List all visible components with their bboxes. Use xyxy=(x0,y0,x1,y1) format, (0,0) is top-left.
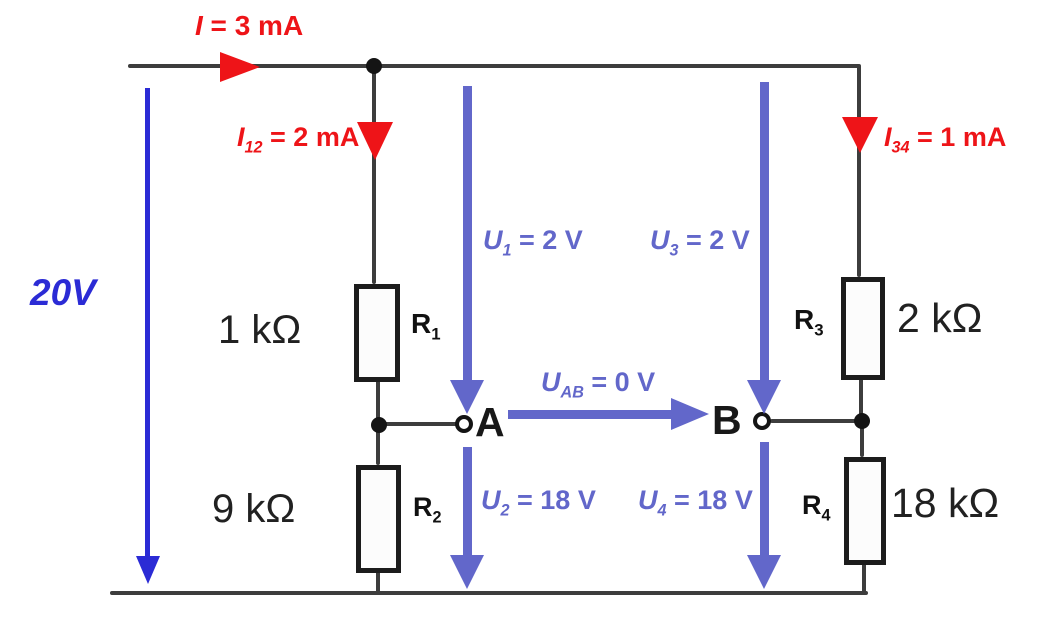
resistor-r4-ref: R4 xyxy=(802,490,831,525)
wire-terminal-to-node-b xyxy=(770,419,856,423)
resistor-r1-body xyxy=(354,284,400,382)
resistor-r2-value: 9 kΩ xyxy=(212,487,296,531)
voltage-label-u1: U1 = 2 V xyxy=(483,225,583,260)
wire-r3-to-node-b xyxy=(859,378,863,423)
voltage-arrow-u4-head xyxy=(747,555,781,589)
resistor-r1-ref: R1 xyxy=(411,308,441,344)
voltage-arrow-u4-shaft xyxy=(760,442,769,557)
terminal-b xyxy=(753,412,771,430)
wire-r4-to-bottom xyxy=(862,563,866,593)
resistor-r3-body xyxy=(841,277,885,380)
voltage-arrow-u2-head xyxy=(450,555,484,589)
wire-node-to-r1 xyxy=(372,66,376,284)
source-voltage-arrow-shaft xyxy=(145,88,150,558)
voltage-arrow-uab-head xyxy=(671,398,709,430)
voltage-arrow-u3-shaft xyxy=(760,82,769,382)
voltage-arrow-u1-shaft xyxy=(463,86,472,382)
node-label-a: A xyxy=(475,399,505,445)
resistor-r3-value: 2 kΩ xyxy=(897,295,983,341)
junction-dot-a xyxy=(371,417,387,433)
wire-r1-to-node-a xyxy=(376,380,380,427)
wire-right xyxy=(857,64,861,277)
junction-dot-b xyxy=(854,413,870,429)
voltage-arrow-u2-shaft xyxy=(463,447,472,557)
wire-node-b-to-r4 xyxy=(860,423,864,457)
wire-r2-to-bottom xyxy=(376,571,380,594)
node-label-b: B xyxy=(712,397,742,443)
wire-node-a-to-r2 xyxy=(376,427,380,465)
voltage-label-uab: UAB = 0 V xyxy=(541,367,656,402)
source-voltage-arrowhead xyxy=(136,556,160,584)
junction-dot-top xyxy=(366,58,382,74)
current-arrow-i34 xyxy=(842,117,878,153)
resistor-r2-body xyxy=(356,465,401,573)
current-label-i: I = 3 mA xyxy=(195,10,304,41)
current-label-i34: I34 = 1 mA xyxy=(884,122,1007,157)
source-voltage-label: 20V xyxy=(30,272,96,313)
voltage-arrow-u1-head xyxy=(450,380,484,414)
resistor-r1-value: 1 kΩ xyxy=(218,308,302,352)
current-arrow-i xyxy=(220,52,260,82)
current-arrow-i12 xyxy=(357,122,393,160)
current-label-i12: I12 = 2 mA xyxy=(237,122,360,157)
voltage-arrow-u3-head xyxy=(747,380,781,414)
voltage-label-u4: U4 = 18 V xyxy=(638,485,753,520)
voltage-arrow-uab-shaft xyxy=(508,410,673,419)
resistor-r4-value: 18 kΩ xyxy=(891,480,1000,526)
wire-top xyxy=(128,64,860,68)
voltage-label-u3: U3 = 2 V xyxy=(650,225,750,260)
resistor-r4-body xyxy=(844,457,886,565)
resistor-r2-ref: R2 xyxy=(413,492,442,527)
voltage-label-u2: U2 = 18 V xyxy=(481,485,596,520)
wire-bottom xyxy=(110,591,868,595)
resistor-r3-ref: R3 xyxy=(794,304,824,340)
wire-node-a-to-terminal xyxy=(382,422,458,426)
terminal-a xyxy=(455,415,473,433)
